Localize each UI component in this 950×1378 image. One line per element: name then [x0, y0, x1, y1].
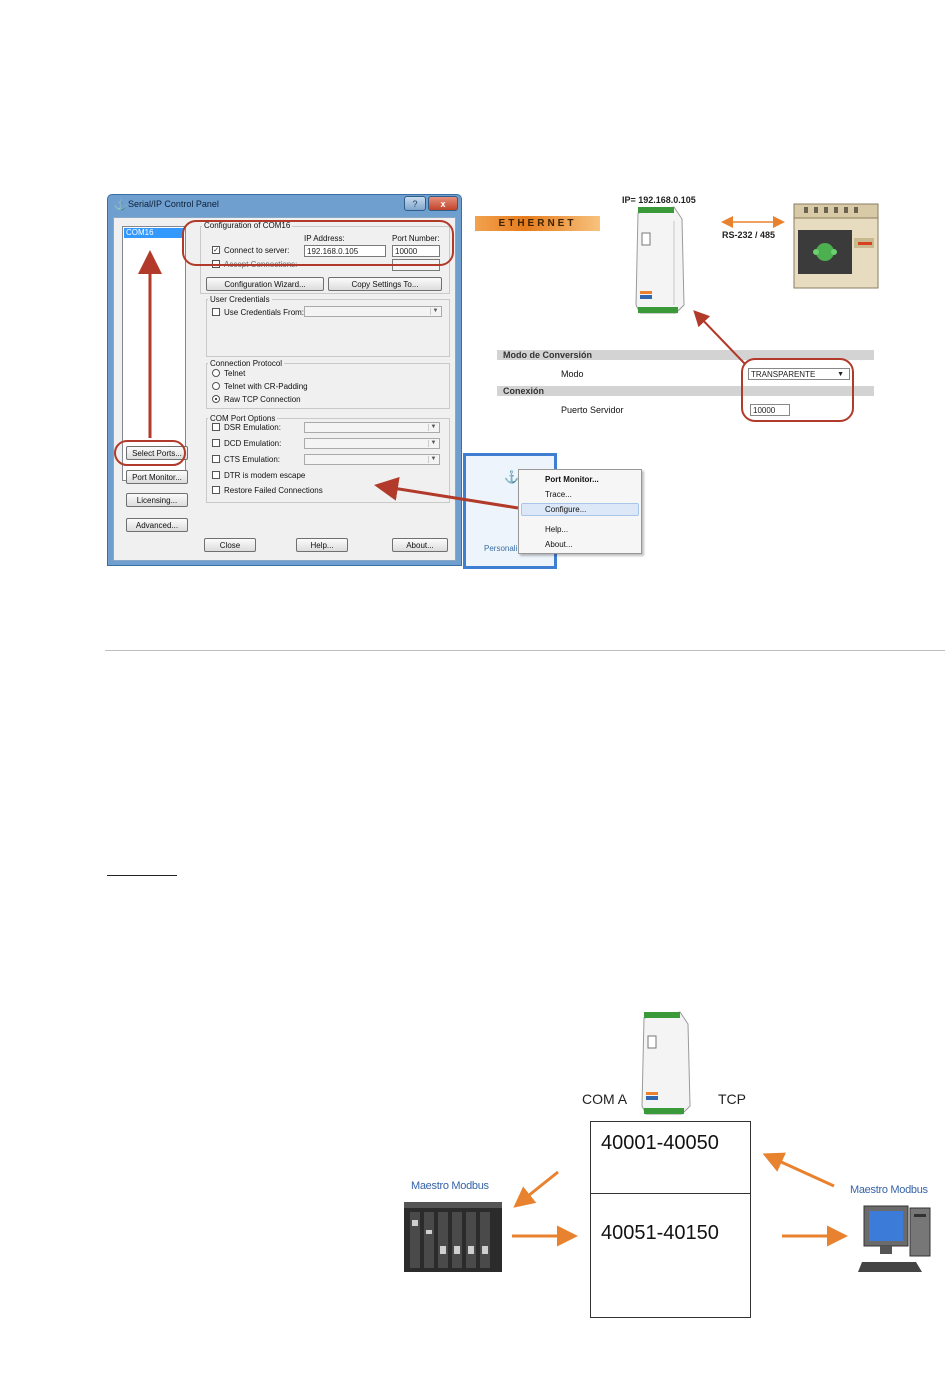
port-number-input[interactable]: 10000 — [392, 245, 440, 257]
dsr-emulation-checkbox[interactable] — [212, 423, 220, 431]
protocol-radio-telnet[interactable] — [212, 369, 220, 377]
mode-select[interactable]: TRANSPARENTE ▼ — [748, 368, 850, 380]
highlight-device-config-oval — [741, 358, 854, 422]
protocol-option-raw-tcp: Raw TCP Connection — [224, 395, 301, 404]
com-port-options-label: COM Port Options — [208, 414, 278, 423]
help-title-button[interactable]: ? — [404, 196, 426, 211]
licensing-button[interactable]: Licensing... — [126, 493, 188, 507]
arrow-right-master-to-register — [762, 1152, 835, 1188]
ip-address-input[interactable]: 192.168.0.105 — [304, 245, 386, 257]
dcd-emulation-checkbox[interactable] — [212, 439, 220, 447]
arrow-configure-to-options — [374, 476, 519, 510]
copy-settings-button[interactable]: Copy Settings To... — [328, 277, 442, 291]
underlined-heading-rule — [107, 875, 177, 876]
ip-address-label: IP Address: — [304, 234, 345, 243]
chevron-down-icon: ▼ — [428, 424, 438, 431]
serial-link-label: RS-232 / 485 — [722, 230, 776, 240]
cts-emulation-combo[interactable]: ▼ — [304, 454, 440, 465]
server-port-label: Puerto Servidor — [561, 405, 624, 415]
use-credentials-checkbox[interactable] — [212, 308, 220, 316]
configuration-wizard-button[interactable]: Configuration Wizard... — [206, 277, 324, 291]
port-monitor-button[interactable]: Port Monitor... — [126, 470, 188, 484]
dtr-modem-escape-label: DTR is modem escape — [224, 471, 306, 480]
connect-to-server-label: Connect to server: — [224, 246, 290, 255]
arrow-config-to-device — [693, 310, 746, 365]
about-button[interactable]: About... — [392, 538, 448, 552]
connection-protocol-label: Connection Protocol — [208, 359, 285, 368]
protocol-option-telnet: Telnet — [224, 369, 246, 378]
annotation-arrows — [138, 216, 785, 510]
dcd-emulation-label: DCD Emulation: — [224, 439, 282, 448]
protocol-radio-raw-tcp[interactable] — [212, 395, 220, 403]
section-divider — [105, 650, 945, 651]
register-divider — [591, 1193, 750, 1194]
diagram-arrows — [512, 1152, 848, 1247]
serial-ip-app-icon: ⚓ — [113, 197, 128, 211]
user-credentials-group — [206, 299, 450, 357]
window-client-area: COM16 Select Ports... Port Monitor... Li… — [113, 217, 456, 561]
restore-failed-connections-label: Restore Failed Connections — [224, 486, 323, 495]
tray-context-menu: Port Monitor... Trace... Configure... He… — [518, 469, 642, 554]
com-port-item-selected[interactable]: COM16 — [124, 228, 184, 238]
help-button[interactable]: Help... — [296, 538, 348, 552]
mode-select-value: TRANSPARENTE — [751, 370, 816, 379]
chevron-down-icon: ▼ — [428, 440, 438, 447]
register-range-bottom: 40051-40150 — [601, 1222, 719, 1244]
cts-emulation-label: CTS Emulation: — [224, 455, 281, 464]
device-ip-label: IP= 192.168.0.105 — [622, 195, 696, 205]
menu-item-configure[interactable]: Configure... — [545, 505, 587, 514]
advanced-button[interactable]: Advanced... — [126, 518, 188, 532]
dcd-emulation-combo[interactable]: ▼ — [304, 438, 440, 449]
dsr-emulation-combo[interactable]: ▼ — [304, 422, 440, 433]
converter-device-image — [635, 206, 685, 314]
connect-to-server-checkbox[interactable]: ✓ — [212, 246, 220, 254]
highlight-select-ports-oval — [114, 440, 186, 466]
credentials-combo[interactable]: ▼ — [304, 306, 442, 317]
modbus-master-right-label: Maestro Modbus — [850, 1184, 928, 1196]
connection-section-header: Conexión — [497, 386, 874, 396]
protocol-option-telnet-cr: Telnet with CR-Padding — [224, 382, 308, 391]
tcp-label: TCP — [718, 1091, 746, 1107]
menu-item-help[interactable]: Help... — [545, 525, 569, 534]
modbus-master-left-label: Maestro Modbus — [411, 1180, 489, 1192]
com-port-options-group — [206, 418, 450, 503]
serial-ip-control-panel-window: ⚓ Serial/IP Control Panel ? x COM16 Sele… — [107, 194, 462, 566]
protocol-radio-telnet-cr[interactable] — [212, 382, 220, 390]
chevron-down-icon: ▼ — [428, 456, 438, 463]
chevron-down-icon: ▼ — [837, 371, 844, 378]
arrow-register-to-left-master — [513, 1170, 559, 1208]
register-map-box: 40001-40050 40051-40150 — [590, 1121, 751, 1318]
plc-device-image — [793, 203, 879, 289]
register-range-top: 40001-40050 — [601, 1132, 719, 1154]
plc-rack-image — [404, 1202, 502, 1272]
com-port-list[interactable]: COM16 — [122, 226, 186, 481]
serial-ip-tray-icon[interactable]: ⚓ — [504, 470, 519, 484]
restore-failed-connections-checkbox[interactable] — [212, 486, 220, 494]
mode-label: Modo — [561, 369, 584, 379]
ethernet-banner: ETHERNET — [475, 216, 600, 231]
converter-device-image-bottom — [641, 1011, 691, 1115]
menu-item-about[interactable]: About... — [545, 540, 573, 549]
close-button[interactable]: Close — [204, 538, 256, 552]
window-titlebar[interactable]: ⚓ Serial/IP Control Panel ? x — [108, 195, 461, 215]
dsr-emulation-label: DSR Emulation: — [224, 423, 281, 432]
close-title-button[interactable]: x — [428, 196, 458, 211]
com-a-label: COM A — [582, 1091, 628, 1107]
mode-section-header: Modo de Conversión — [497, 350, 874, 360]
tray-customize-link[interactable]: Personali — [484, 544, 518, 553]
use-credentials-label: Use Credentials From: — [224, 308, 305, 317]
cts-emulation-checkbox[interactable] — [212, 455, 220, 463]
port-number-label: Port Number: — [392, 234, 440, 243]
menu-item-port-monitor[interactable]: Port Monitor... — [545, 475, 599, 484]
window-title: Serial/IP Control Panel — [128, 199, 219, 209]
menu-highlight — [521, 503, 639, 516]
chevron-down-icon: ▼ — [430, 308, 440, 315]
dtr-modem-escape-checkbox[interactable] — [212, 471, 220, 479]
user-credentials-label: User Credentials — [208, 295, 272, 304]
highlight-config-oval — [182, 220, 454, 266]
computer-image — [858, 1205, 931, 1272]
configuration-group-label: Configuration of COM16 — [202, 221, 293, 230]
connection-protocol-group — [206, 363, 450, 409]
menu-item-trace[interactable]: Trace... — [545, 490, 572, 499]
